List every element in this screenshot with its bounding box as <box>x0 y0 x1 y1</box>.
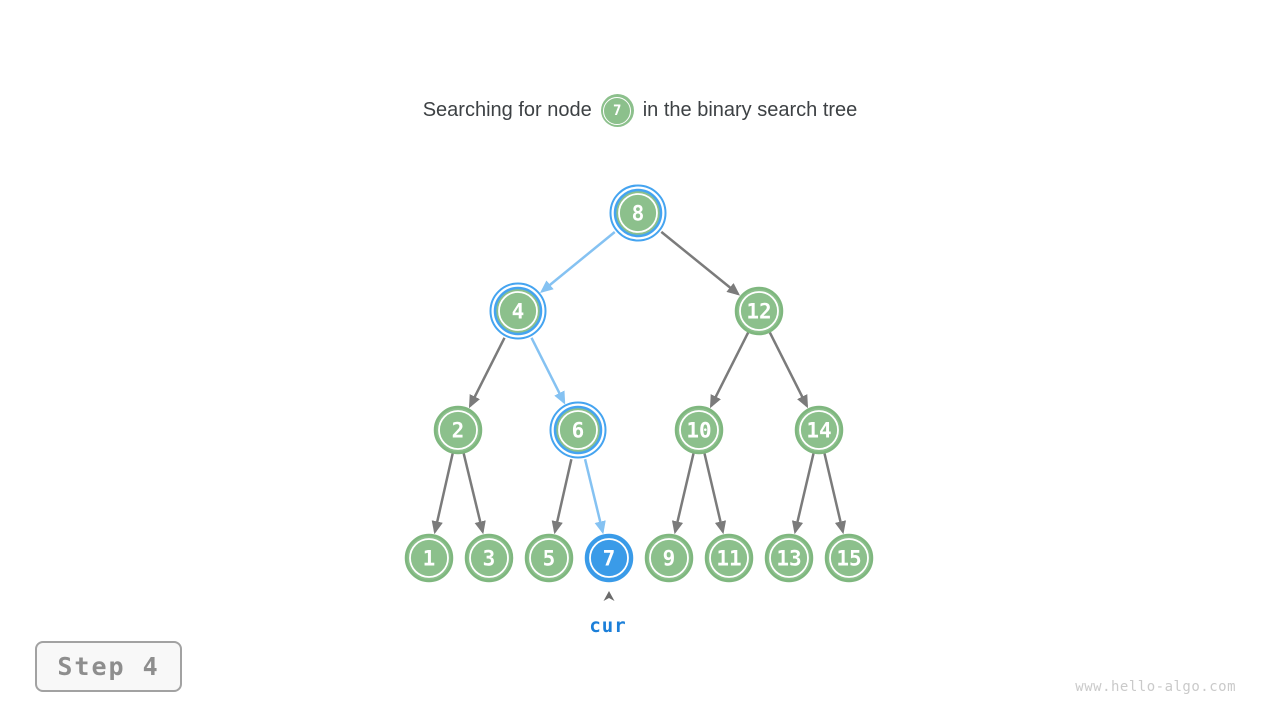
caption-prefix: Searching for node <box>422 99 592 121</box>
tree-node-circle <box>644 533 694 583</box>
tree-node-7: 7 <box>584 533 634 583</box>
tree-node-inner-ring <box>589 538 629 578</box>
tree-node-inner-ring <box>618 193 658 233</box>
tree-node-outer-ring <box>609 184 667 242</box>
tree-node-circle <box>674 405 724 455</box>
tree-node-label: 12 <box>746 300 771 324</box>
caption-node-ring <box>603 96 632 125</box>
tree-node-circle <box>464 533 514 583</box>
tree-node-circle <box>524 533 574 583</box>
tree-node-label: 3 <box>483 547 496 571</box>
tree-edge-6-5 <box>551 458 573 535</box>
tree-node-inner-ring <box>709 538 749 578</box>
tree-node-circle <box>824 533 874 583</box>
tree-edge-2-3 <box>462 453 486 535</box>
tree-node-circle <box>493 286 543 336</box>
caption-suffix: in the binary search tree <box>642 99 858 121</box>
tree-edge-10-9 <box>671 453 695 535</box>
cur-label: cur <box>589 615 626 637</box>
tree-edge-8-4 <box>539 231 616 294</box>
tree-node-6: 6 <box>549 401 607 459</box>
tree-node-outer-ring <box>489 282 547 340</box>
tree-node-inner-ring <box>649 538 689 578</box>
tree-node-label: 2 <box>452 419 465 443</box>
tree-node-14: 14 <box>794 405 844 455</box>
cur-caret-icon <box>603 591 615 601</box>
tree-node-inner-ring <box>558 410 598 450</box>
tree-node-circle <box>734 286 784 336</box>
tree-node-inner-ring <box>739 291 779 331</box>
tree-node-circle <box>404 533 454 583</box>
tree-node-circle <box>794 405 844 455</box>
caption-node-value: 7 <box>613 102 622 119</box>
tree-node-label: 4 <box>512 300 525 324</box>
tree-node-circle <box>704 533 754 583</box>
tree-node-inner-ring <box>799 410 839 450</box>
tree-node-inner-ring <box>829 538 869 578</box>
tree-node-inner-ring <box>409 538 449 578</box>
tree-node-12: 12 <box>734 286 784 336</box>
tree-node-label: 10 <box>686 419 711 443</box>
tree-node-1: 1 <box>404 533 454 583</box>
tree-edge-4-2 <box>468 337 506 409</box>
tree-node-label: 15 <box>836 547 861 571</box>
tree-node-label: 9 <box>663 547 676 571</box>
tree-node-8: 8 <box>609 184 667 242</box>
tree-edge-2-1 <box>431 453 454 535</box>
tree-node-circle <box>553 405 603 455</box>
tree-node-inner-ring <box>679 410 719 450</box>
tree-node-2: 2 <box>433 405 483 455</box>
tree-node-label: 5 <box>543 547 556 571</box>
step-badge: Step 4 <box>35 641 182 692</box>
tree-node-outer-ring <box>549 401 607 459</box>
tree-node-inner-ring <box>769 538 809 578</box>
tree-node-15: 15 <box>824 533 874 583</box>
tree-node-circle <box>584 533 634 583</box>
tree-node-label: 13 <box>776 547 801 571</box>
tree-edge-12-10 <box>709 331 750 409</box>
tree-node-inner-ring <box>469 538 509 578</box>
caption: Searching for node 7 in the binary searc… <box>0 94 1280 127</box>
tree-node-circle <box>613 188 663 238</box>
tree-node-label: 8 <box>632 202 645 226</box>
tree-node-5: 5 <box>524 533 574 583</box>
tree-node-13: 13 <box>764 533 814 583</box>
tree-node-3: 3 <box>464 533 514 583</box>
caption-node-badge: 7 <box>600 94 634 127</box>
tree-edge-4-6 <box>530 337 566 405</box>
tree-node-label: 1 <box>423 547 436 571</box>
tree-node-circle <box>764 533 814 583</box>
tree-node-inner-ring <box>529 538 569 578</box>
tree-node-inner-ring <box>498 291 538 331</box>
tree-edge-8-12 <box>660 230 741 296</box>
tree-node-inner-ring <box>438 410 478 450</box>
tree-node-11: 11 <box>704 533 754 583</box>
tree-node-10: 10 <box>674 405 724 455</box>
tree-node-4: 4 <box>489 282 547 340</box>
tree-node-circle <box>433 405 483 455</box>
watermark: www.hello-algo.com <box>1075 679 1236 695</box>
tree-edge-14-13 <box>791 453 815 535</box>
tree-node-label: 14 <box>806 419 831 443</box>
tree-node-label: 11 <box>716 547 741 571</box>
tree-edge-14-15 <box>823 453 847 535</box>
tree-node-label: 6 <box>572 419 585 443</box>
tree-edge-12-14 <box>768 331 809 409</box>
tree-edge-6-7 <box>583 458 606 535</box>
tree-edge-10-11 <box>703 453 727 535</box>
tree-node-label: 7 <box>603 547 616 571</box>
tree-node-9: 9 <box>644 533 694 583</box>
